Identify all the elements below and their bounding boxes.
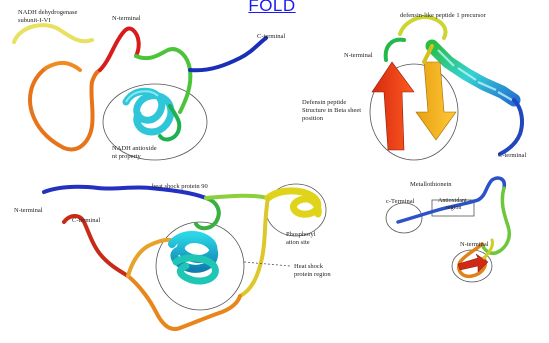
nadh-region-line1: NADH antioxide — [112, 145, 157, 152]
defensin-tail-blue — [500, 100, 522, 154]
panel-defensin: defensin-like peptide 1 precursor N-term… — [302, 12, 526, 160]
defensin-region-line1: Defensin peptide — [302, 99, 346, 106]
hsp-helix-cyan — [172, 235, 215, 281]
metallo-n-terminal-label: N-terminal — [460, 241, 489, 248]
hsp-coil-red — [64, 216, 128, 276]
defensin-loop-green — [386, 40, 404, 60]
hsp-site-line2: ation site — [286, 239, 310, 246]
nadh-coil-yellow — [14, 25, 92, 42]
hsp-region-line2: protein region — [294, 271, 331, 278]
defensin-loop-top — [400, 17, 446, 38]
hsp-coil-yellow — [240, 198, 268, 296]
nadh-n-terminal-label: N-terminal — [112, 15, 141, 22]
hsp-coil-green-2 — [206, 196, 268, 198]
hsp-coil-orange — [128, 276, 240, 329]
hsp-n-terminal-label: N-terminal — [14, 207, 43, 214]
hsp-title: heat shock protein 90 — [152, 183, 208, 190]
metallo-c-terminal-label: c-Terminal — [386, 198, 415, 205]
defensin-strand-red — [372, 62, 414, 150]
hsp-c-terminal-label: C-terminal — [72, 217, 100, 224]
nadh-coil-orange — [30, 68, 100, 149]
metallo-region-line2: region — [446, 205, 461, 211]
nadh-region-line2: nt property — [112, 153, 141, 160]
fold-link[interactable]: FOLD — [242, 0, 302, 16]
nadh-title-line1: NADH dehydrogenase — [18, 9, 78, 16]
panel-metallothionein: Metallothionein c-Terminal Antioxidant r… — [386, 178, 509, 282]
defensin-helix — [432, 46, 514, 100]
defensin-c-terminal-label: C-terminal — [498, 152, 526, 159]
hsp-helix-yellow — [268, 191, 318, 214]
hsp-site-line1: Phosphoryl — [286, 231, 316, 238]
defensin-title: defensin-like peptide 1 precursor — [400, 12, 487, 19]
panel-nadh: NADH dehydrogenase subunit-I-VI N-termin… — [14, 9, 285, 160]
defensin-region-line3: position — [302, 115, 324, 122]
nadh-coil-orange-2 — [46, 63, 80, 70]
hsp-coil-green — [196, 198, 219, 228]
nadh-helix — [126, 91, 171, 132]
defensin-n-terminal-label: N-terminal — [344, 52, 373, 59]
nadh-c-terminal-label: C-terminal — [257, 33, 285, 40]
nadh-coil-red — [100, 28, 139, 70]
defensin-region-line2: Structure in Beta sheet — [302, 107, 361, 114]
nadh-coil-blue — [190, 38, 266, 70]
nadh-title-line2: subunit-I-VI — [18, 17, 51, 24]
metallo-title: Metallothionein — [410, 181, 452, 188]
metallo-region-line1: Antioxidant — [438, 198, 467, 204]
panel-hsp90: heat shock protein 90 N-terminal C-termi… — [14, 183, 331, 329]
hsp-region-line1: Heat shock — [294, 263, 324, 270]
hsp-leader-line — [244, 262, 290, 266]
